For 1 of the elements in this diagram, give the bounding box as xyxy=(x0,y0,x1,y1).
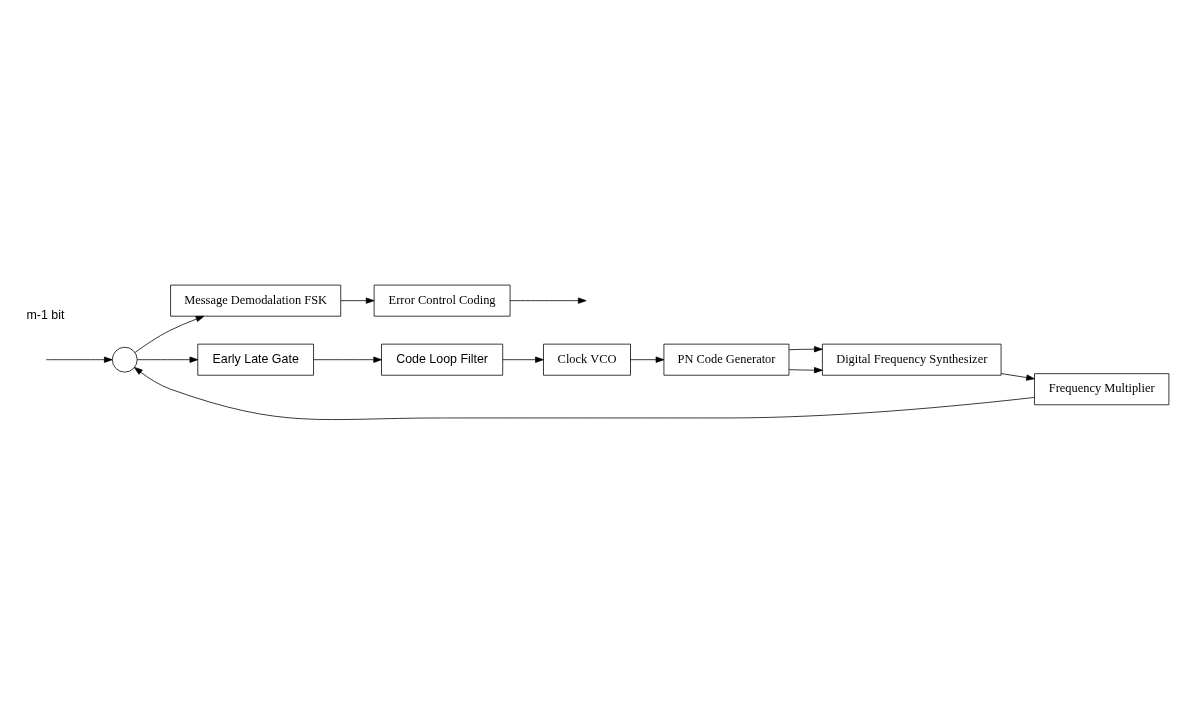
label: m-1 bit xyxy=(26,307,65,322)
